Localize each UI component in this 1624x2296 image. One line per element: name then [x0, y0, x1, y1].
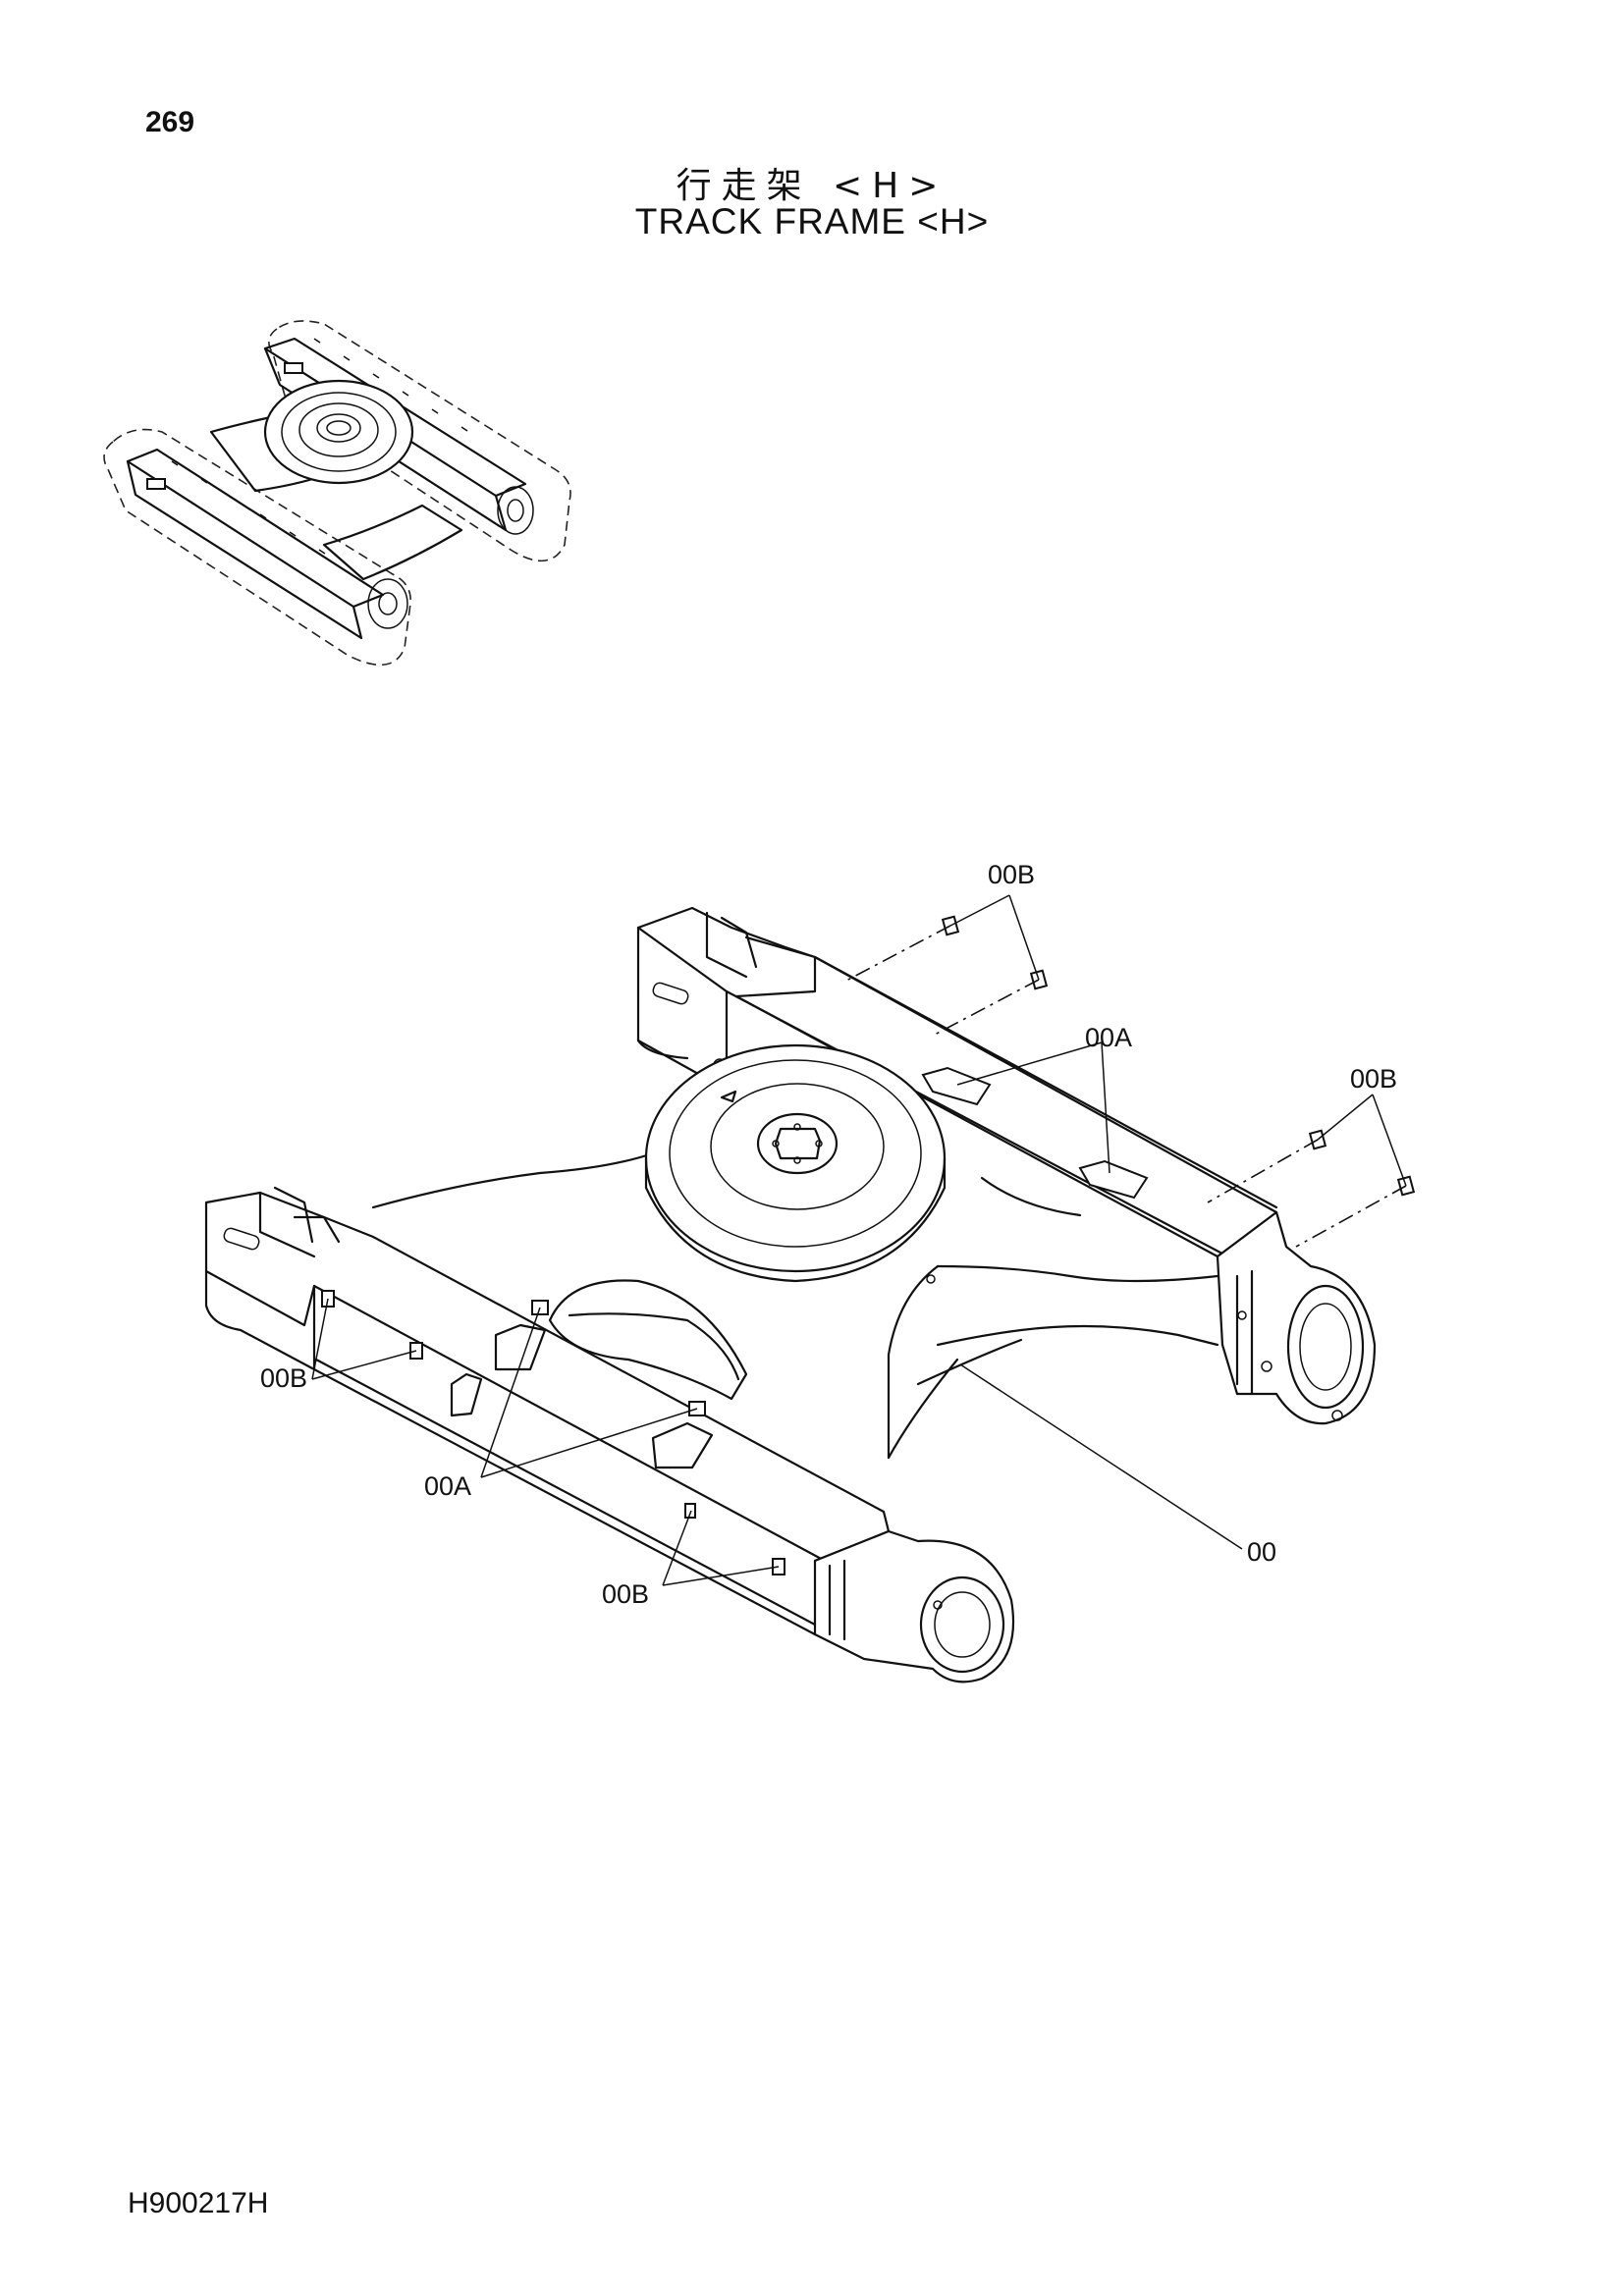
- callout-00b-right: 00B: [1350, 1064, 1397, 1094]
- callout-00a-left: 00A: [424, 1471, 471, 1501]
- callout-00a-top: 00A: [1085, 1023, 1132, 1052]
- callout-00-main: 00: [1247, 1537, 1276, 1567]
- track-frame-drawing: [204, 906, 1416, 1683]
- callout-00b-left: 00B: [260, 1363, 307, 1393]
- callout-00b-top: 00B: [988, 860, 1035, 889]
- title-english: TRACK FRAME <H>: [634, 201, 990, 241]
- page-number: 269: [145, 106, 195, 138]
- callout-00b-bottom: 00B: [602, 1579, 649, 1609]
- overview-inset-drawing: [103, 320, 571, 667]
- document-code: H900217H: [128, 2187, 269, 2219]
- leader-lines: [311, 894, 1407, 1586]
- title-chinese: 行走架 <H>: [676, 166, 948, 206]
